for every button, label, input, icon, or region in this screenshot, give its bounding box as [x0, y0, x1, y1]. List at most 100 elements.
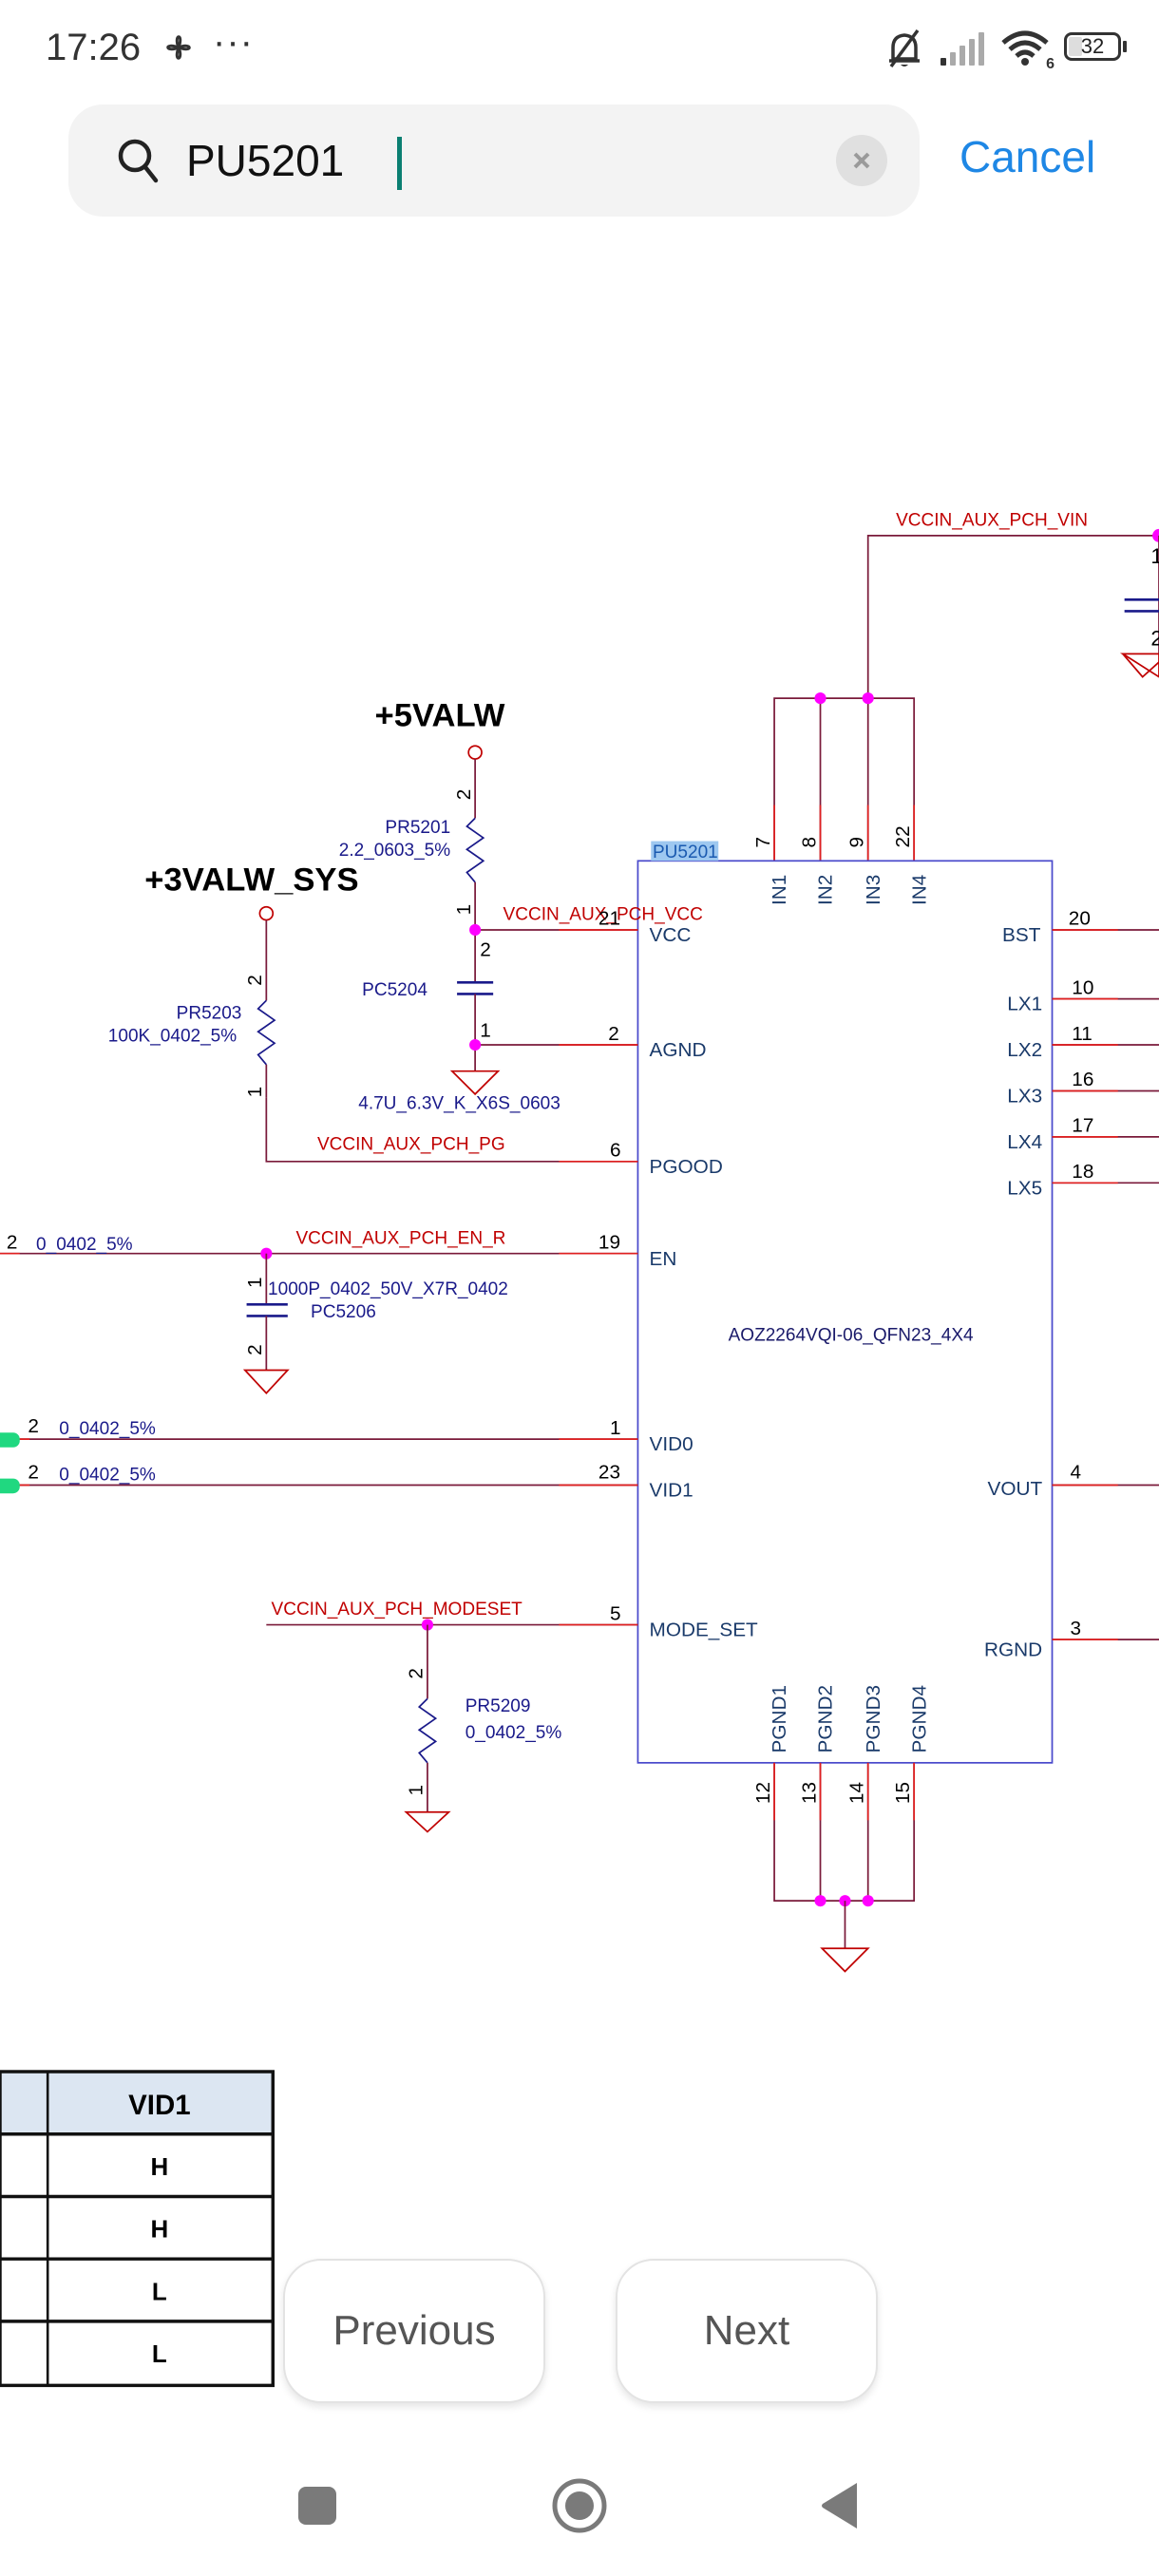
pin-number: 8 [798, 837, 820, 848]
pin-name: IN2 [815, 875, 837, 905]
pin-number: 1 [244, 1087, 266, 1098]
pin-number: 2 [1150, 627, 1159, 651]
pin-number: 1 [453, 904, 475, 916]
pin-name: BST [1002, 924, 1041, 946]
pin-number: 1 [406, 1785, 428, 1796]
cancel-button[interactable]: Cancel [960, 132, 1096, 181]
pin-number: 13 [798, 1782, 820, 1804]
pin-number: 1 [610, 1417, 621, 1439]
pin-number: 6 [610, 1140, 621, 1162]
net-label-vin: VCCIN_AUX_PCH_VIN [896, 510, 1088, 530]
clock: 17:26 [46, 27, 142, 68]
pin-number: 5 [610, 1602, 621, 1624]
junction [862, 692, 874, 705]
status-icons: 6 32 [884, 25, 1130, 72]
ic-refdes[interactable]: PU5201 [653, 843, 718, 862]
ic-body-pu5201[interactable] [636, 860, 1054, 1764]
junction [862, 1895, 874, 1907]
pin-name: VOUT [987, 1478, 1042, 1500]
pin-number: 2 [406, 1668, 428, 1679]
component-ref[interactable]: PR5209 [466, 1696, 531, 1716]
component-value: 0_0402_5% [36, 1235, 133, 1255]
net-label-pg: VCCIN_AUX_PCH_PG [317, 1135, 505, 1155]
top-pin-numbers: 7 8 9 22 [752, 825, 914, 847]
home-circle-icon[interactable] [551, 2477, 608, 2534]
pin-name: PGND1 [769, 1685, 790, 1752]
pin-name: RGND [984, 1638, 1042, 1660]
pin-name: MODE_SET [650, 1619, 759, 1641]
pin-number: 9 [846, 837, 868, 848]
clear-icon [853, 152, 870, 169]
pin-number: 12 [752, 1782, 774, 1804]
pin-name: VID0 [650, 1433, 694, 1455]
pin-number: 4 [1071, 1462, 1082, 1484]
pin-number: 7 [752, 837, 774, 848]
resistor-icon[interactable] [465, 817, 485, 883]
pin-number: 3 [1071, 1618, 1082, 1639]
pin-number: 2 [28, 1462, 39, 1484]
recents-square-icon[interactable] [296, 2485, 338, 2527]
back-triangle-icon[interactable] [819, 2481, 861, 2530]
component-ref[interactable]: PR5201 [385, 818, 450, 838]
pin-number: 2 [453, 789, 475, 801]
pin-number: 21 [598, 908, 620, 930]
resistor-icon[interactable] [417, 1697, 438, 1764]
power-port-icon [258, 905, 275, 921]
junction [814, 692, 826, 705]
pin-name: PGND3 [863, 1685, 884, 1752]
component-value: 100K_0402_5% [108, 1027, 237, 1047]
next-result-button[interactable]: Next [616, 2259, 878, 2403]
table-cell: L [152, 2279, 167, 2305]
vid-table: VID1 H H L L [0, 2070, 275, 2388]
wifi-icon: 6 [999, 28, 1054, 72]
search-input[interactable] [186, 125, 794, 196]
pin-number: 14 [846, 1782, 868, 1804]
pr5209-group: 2 1 PR5209 0_0402_5% [404, 1624, 561, 1833]
pin-number: 18 [1072, 1161, 1093, 1183]
search-bar[interactable] [68, 104, 920, 217]
pin-number: 23 [598, 1462, 620, 1484]
previous-result-button[interactable]: Previous [283, 2259, 545, 2403]
pin-name: LX3 [1007, 1086, 1042, 1108]
component-value: 0_0402_5% [59, 1419, 156, 1439]
ground-symbol [242, 1369, 290, 1394]
power-rail-3valw-sys: +3VALW_SYS [144, 862, 358, 898]
pin-name: IN3 [863, 875, 884, 905]
pc5206-group: 1 2 1000P_0402_50V_X7R_0402 PC5206 [242, 1253, 508, 1394]
pin-number: 11 [1072, 1023, 1092, 1045]
pin-number: 2 [28, 1415, 39, 1437]
pin-number: 2 [244, 1344, 266, 1355]
pr5203-group: +3VALW_SYS 2 1 PR5203 100K_0402_5% [108, 862, 359, 1098]
clear-search-button[interactable] [836, 135, 887, 186]
net-label-en-r: VCCIN_AUX_PCH_EN_R [295, 1228, 505, 1248]
component-value: 2.2_0603_5% [339, 841, 450, 861]
pin-name: LX5 [1007, 1177, 1042, 1199]
search-highlight [651, 841, 719, 862]
resistor-icon[interactable] [256, 999, 276, 1066]
component-ref[interactable]: PC5204 [362, 980, 428, 1000]
pin-name: EN [650, 1248, 677, 1270]
pin-name: AGND [650, 1039, 707, 1061]
junction [814, 1895, 826, 1907]
pin-name: PGOOD [650, 1156, 723, 1178]
battery-icon: 32 [1064, 32, 1130, 65]
component-ref[interactable]: PC5206 [311, 1302, 376, 1322]
table-cell: L [152, 2341, 167, 2368]
green-marker [0, 1432, 20, 1448]
table-cell: H [150, 2154, 168, 2181]
pin-number: 16 [1072, 1069, 1093, 1090]
top-pin-names: IN1 IN2 IN3 IN4 [769, 875, 930, 905]
vin-net: VCCIN_AUX_PCH_VIN 1 2 [866, 510, 1159, 699]
green-marker [0, 1478, 20, 1494]
battery-level: 32 [1080, 34, 1105, 58]
input-pin-bus [773, 692, 916, 862]
pin-name: VCC [650, 924, 692, 946]
pin-number: 22 [892, 825, 914, 847]
pin-name: VID1 [650, 1480, 694, 1502]
silent-bell-icon [889, 28, 920, 68]
ground-symbol [1119, 653, 1159, 678]
pin-name: PGND2 [815, 1685, 837, 1752]
component-ref[interactable]: PR5203 [177, 1003, 242, 1023]
component-value: 4.7U_6.3V_K_X6S_0603 [358, 1093, 560, 1113]
